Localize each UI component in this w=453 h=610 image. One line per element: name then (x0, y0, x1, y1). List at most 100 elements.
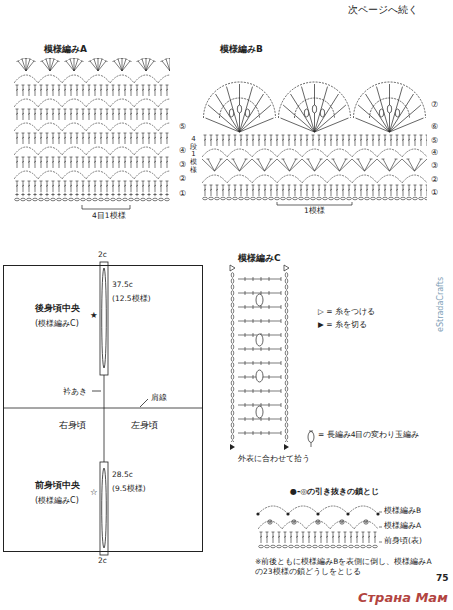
stitch-row (14, 144, 170, 156)
fan-motif (354, 82, 426, 132)
page-note: 次ページへ続く (348, 5, 418, 16)
row-number: ④ (431, 148, 438, 157)
leader-line (140, 399, 148, 407)
part-name: 衿あき (63, 387, 87, 396)
chart-title: 模様編みC (238, 253, 281, 263)
stitch-row (202, 158, 427, 172)
stitch-row (14, 180, 170, 192)
part-name: 右身頃 (59, 421, 86, 431)
chart-title: 模様編みA (44, 44, 87, 54)
join-dot (376, 512, 379, 515)
cut-mark (230, 444, 289, 450)
watermark: eStradaCrafts (436, 277, 445, 332)
puff-stitch (256, 294, 263, 306)
stitch-row (14, 84, 170, 96)
chart-title: 模様編みB (220, 44, 263, 54)
chart-c (230, 265, 314, 450)
stitch-row (14, 192, 170, 197)
part-name: (模様編みC) (35, 496, 79, 505)
repeat-note: 4段1模様 (190, 136, 197, 174)
stitch-row (202, 146, 427, 158)
schematic (3, 262, 203, 555)
join-dot (316, 512, 319, 515)
part-name: 左身頃 (131, 421, 158, 431)
dimension: 2c (98, 251, 107, 260)
repeat-note: 1模様 (304, 207, 325, 216)
stitch-row (258, 518, 378, 530)
join-dot (256, 512, 259, 515)
note: 外表に合わせて拾う (238, 455, 310, 464)
dimension: 28.5c (112, 471, 133, 480)
part-name: 後身頃中央 (35, 304, 80, 314)
join-rings (268, 520, 368, 524)
center-strip (100, 262, 108, 375)
note: ※前後ともに模様編みBを表側に倒し、模様編みA の23模様の鎖どうしをとじる (255, 557, 440, 577)
chain-column (284, 272, 289, 442)
puff-symbol-stem (309, 431, 313, 447)
stitch-row (14, 132, 170, 144)
row-number: ② (179, 174, 186, 183)
stitch-row (14, 108, 170, 120)
legend-text: ▷ = 糸をつける (318, 308, 375, 317)
leader-line (92, 391, 101, 392)
stitch-row (14, 197, 170, 202)
puff-stitch (256, 334, 263, 346)
part-name: 肩線 (151, 393, 167, 402)
stitch-row (202, 172, 427, 184)
row-number: ⑤ (431, 136, 438, 145)
part-name: 模様編みA (384, 522, 421, 531)
stitch-row (14, 120, 170, 132)
legend-text: = 長編み4目の変わり玉編み (318, 431, 419, 440)
dimension: 2c (98, 557, 107, 566)
row-number: ① (179, 189, 186, 198)
stitch-row (258, 531, 378, 543)
stitch-row (14, 96, 170, 108)
mark: ☆ (90, 488, 98, 498)
row-number: ① (431, 188, 438, 197)
center-line (104, 375, 105, 462)
part-name: 模様編みB (384, 507, 421, 516)
strip-oval (102, 468, 107, 548)
stitch-row (14, 72, 170, 84)
stitch-row (14, 168, 170, 180)
row-number: ④ (179, 146, 186, 155)
dimension: (12.5模様) (112, 295, 151, 304)
body-outline: 37.5c (12.5模様) 後身頃中央 ★ (模様編みC) 衿あき肩線右身頃 左身頃 28.… (3, 265, 203, 552)
stitch-row (258, 503, 378, 515)
part-name: 前身頃(表) (384, 537, 422, 546)
dimension: 37.5c (112, 281, 133, 290)
row-number: ③ (179, 160, 186, 169)
joining-chart (256, 503, 382, 549)
join-dot (346, 512, 349, 515)
row-number: ② (431, 175, 438, 184)
dimension: (9.5模様) (112, 485, 146, 494)
page-number: 75 (436, 573, 449, 583)
puff-stitch (256, 406, 263, 418)
repeat-bracket (82, 205, 130, 209)
stitch-row (14, 156, 170, 168)
strip-oval (102, 268, 107, 368)
mark: ★ (90, 311, 98, 321)
stitch-row (202, 196, 427, 201)
chain-column (230, 272, 235, 442)
stitch-row (202, 134, 427, 146)
legend-text: ▶ = 糸を切る (318, 321, 367, 330)
stitch-row (202, 184, 427, 196)
chart-a (14, 58, 170, 202)
watermark: Страна Мам (358, 591, 448, 606)
part-name: (模様編みC) (35, 319, 79, 328)
part-name: 前身頃中央 (35, 481, 80, 491)
leader-line (379, 512, 382, 542)
row-number: ⑦ (431, 100, 438, 109)
chart-b (202, 134, 427, 201)
repeat-bracket (277, 202, 352, 205)
stitch-rows (237, 272, 282, 442)
fan-motif (279, 82, 351, 132)
chart-title: ●-◎の引き抜きの鎖とじ (290, 487, 379, 496)
join-dot (286, 512, 289, 515)
fan-motif (204, 82, 276, 132)
row-number: ⑥ (431, 122, 438, 131)
puff-symbol (308, 432, 314, 443)
stitch-row (14, 58, 170, 72)
